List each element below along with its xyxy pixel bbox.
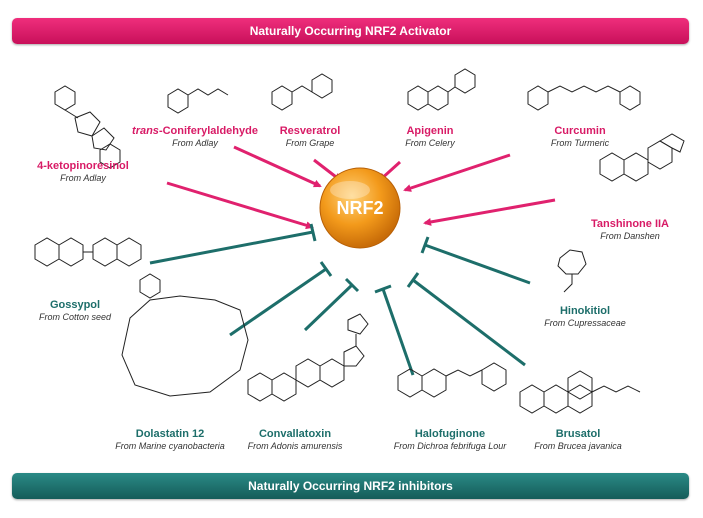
- compound-source: From Turmeric: [550, 138, 610, 148]
- activator-arrows: [166, 145, 556, 230]
- compound-source: From Danshen: [600, 231, 660, 241]
- nrf2-label: NRF2: [336, 198, 384, 218]
- activator-coniferylaldehyde: trans-Coniferylaldehyde From Adlay: [130, 125, 260, 149]
- inhibit-halofuginone: [374, 284, 415, 376]
- compound-name: 4-ketopinoresinol: [37, 160, 129, 172]
- activator-tanshinone-iia: Tanshinone IIA From Danshen: [580, 218, 680, 242]
- compound-source: From Cupressaceae: [544, 318, 626, 328]
- compound-name: trans-Coniferylaldehyde: [132, 125, 258, 137]
- compound-name: Brusatol: [555, 428, 601, 440]
- inhibitor-gossypol: Gossypol From Cotton seed: [20, 299, 130, 323]
- compound-source: From Cotton seed: [38, 312, 112, 322]
- compound-source: From Dichroa febrifuga Lour: [393, 441, 507, 451]
- structure-drawings: [34, 68, 685, 414]
- structure-4-ketopinoresinol: [54, 85, 121, 169]
- inhibitor-hinokitiol: Hinokitiol From Cupressaceae: [530, 305, 640, 329]
- structure-tanshinone: [599, 133, 685, 182]
- compound-source: From Adonis amurensis: [247, 441, 343, 451]
- structure-brusatol: [519, 370, 641, 414]
- inhibitors-banner: Naturally Occurring NRF2 inhibitors: [12, 473, 689, 499]
- structure-resveratrol: [271, 73, 333, 111]
- activator-curcumin: Curcumin From Turmeric: [540, 125, 620, 149]
- inhibitor-halofuginone: Halofuginone From Dichroa febrifuga Lour: [385, 428, 515, 452]
- arrow-tanshinone: [423, 198, 556, 226]
- compound-name: Halofuginone: [414, 428, 486, 440]
- structure-hinokitiol: [557, 249, 587, 293]
- compound-name: Curcumin: [554, 125, 606, 137]
- structure-convallatoxin: [247, 313, 369, 402]
- compound-source: From Adlay: [60, 173, 106, 183]
- arrow-curcumin: [403, 153, 511, 192]
- structure-coniferylaldehyde: [167, 88, 229, 114]
- arrow-4-ketopinoresinol: [166, 181, 314, 230]
- structure-gossypol: [34, 237, 142, 267]
- compound-name: Tanshinone IIA: [590, 218, 670, 230]
- inhibit-hinokitiol: [420, 236, 531, 285]
- compound-name: Hinokitiol: [559, 305, 611, 317]
- nrf2-highlight: [330, 181, 370, 199]
- structure-apigenin: [407, 68, 476, 111]
- structure-halofuginone: [397, 362, 507, 398]
- activator-4-ketopinoresinol: 4-ketopinoresinol From Adlay: [28, 160, 138, 184]
- inhibit-convallatoxin: [303, 277, 360, 332]
- activator-apigenin: Apigenin From Celery: [390, 125, 470, 149]
- compound-name: Dolastatin 12: [135, 428, 205, 440]
- nrf2-sphere: [319, 167, 401, 249]
- compound-source: From Grape: [285, 138, 335, 148]
- activators-banner: Naturally Occurring NRF2 Activator: [12, 18, 689, 44]
- compound-name: Gossypol: [49, 299, 101, 311]
- inhibitor-convallatoxin: Convallatoxin From Adonis amurensis: [240, 428, 350, 452]
- inhibit-dolastatin: [229, 261, 333, 337]
- inhibitor-brusatol: Brusatol From Brucea javanica: [518, 428, 638, 452]
- compound-source: From Celery: [405, 138, 455, 148]
- structure-curcumin: [527, 85, 641, 111]
- compound-source: From Marine cyanobacteria: [115, 441, 225, 451]
- compound-name: Convallatoxin: [258, 428, 332, 440]
- inhibit-brusatol: [406, 272, 526, 367]
- compound-source: From Brucea javanica: [534, 441, 622, 451]
- structure-dolastatin: [121, 273, 249, 397]
- activator-resveratrol: Resveratrol From Grape: [270, 125, 350, 149]
- compound-source: From Adlay: [172, 138, 218, 148]
- compound-name: Resveratrol: [279, 125, 341, 137]
- inhibit-gossypol: [149, 223, 317, 265]
- inhibitor-dolastatin-12: Dolastatin 12 From Marine cyanobacteria: [100, 428, 240, 452]
- inhibitor-lines: [149, 223, 531, 376]
- arrow-coniferylaldehyde: [233, 145, 322, 188]
- compound-name: Apigenin: [406, 125, 454, 137]
